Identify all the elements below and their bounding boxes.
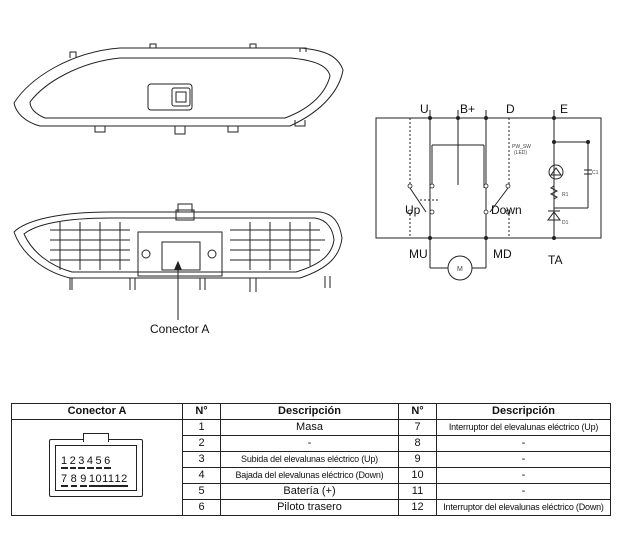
diagram-area: Conector A bbox=[13, 43, 602, 336]
connector-pin: 10 bbox=[88, 472, 103, 487]
switch-top-view-illustration bbox=[13, 43, 344, 320]
pin-description: Batería (+) bbox=[220, 483, 399, 500]
pin-description: Subida del elevalunas eléctrico (Up) bbox=[220, 451, 399, 468]
motor-symbol bbox=[447, 255, 473, 281]
led-label-pwsw: PW_SW bbox=[512, 144, 531, 150]
terminal-label-e: E bbox=[560, 102, 569, 116]
motor-label: M bbox=[457, 266, 463, 273]
header-connector: Conector A bbox=[11, 403, 183, 420]
connector-pin: 2 bbox=[69, 454, 77, 469]
connector-pin: 8 bbox=[70, 472, 78, 487]
terminal-label-ta: TA bbox=[548, 253, 563, 267]
led-label-led: (LED) bbox=[514, 150, 528, 156]
table-row: 6 Piloto trasero 12 Interruptor del elev… bbox=[12, 499, 611, 516]
table-row: 4 Bajada del elevalunas eléctrico (Down)… bbox=[12, 467, 611, 484]
switch-label-up: Up bbox=[405, 203, 421, 217]
pin-number: 5 bbox=[182, 483, 221, 500]
circuit-frame bbox=[375, 117, 602, 239]
pin-number: 12 bbox=[398, 499, 437, 516]
pinout-table: Conector A N° Descripción N° Descripción… bbox=[11, 403, 611, 516]
circuit-schematic bbox=[375, 110, 602, 281]
pin-description: - bbox=[220, 435, 399, 452]
terminal-label-mu: MU bbox=[409, 247, 428, 261]
pin-description: - bbox=[436, 467, 611, 484]
connector-pin: 12 bbox=[114, 472, 128, 487]
pin-description: - bbox=[436, 451, 611, 468]
pin-number: 4 bbox=[182, 467, 221, 484]
table-header-row: Conector A N° Descripción N° Descripción bbox=[11, 403, 611, 420]
pin-number: 3 bbox=[182, 451, 221, 468]
connector-pin: 1 bbox=[61, 454, 68, 469]
pin-description: Interruptor del elevalunas eléctrico (Up… bbox=[436, 419, 611, 436]
pin-number: 10 bbox=[398, 467, 437, 484]
connector-callout-label: Conector A bbox=[150, 322, 210, 336]
table-row: 2 - 8 - bbox=[12, 435, 611, 452]
pin-number: 6 bbox=[182, 499, 221, 516]
pin-number: 2 bbox=[182, 435, 221, 452]
pin-description: - bbox=[436, 435, 611, 452]
terminal-label-bplus: B+ bbox=[460, 102, 476, 116]
connector-pin: 11 bbox=[102, 472, 115, 487]
connector-pin: 9 bbox=[80, 472, 87, 487]
table-row: 3 Subida del elevalunas eléctrico (Up) 9… bbox=[12, 451, 611, 468]
resistor-label: R1 bbox=[562, 192, 569, 198]
switch-label-down: Down bbox=[491, 203, 522, 217]
pin-description: Masa bbox=[220, 419, 399, 436]
pin-description: Interruptor del elevalunas eléctrico (Do… bbox=[436, 499, 611, 516]
header-pin-number-1: N° bbox=[182, 403, 221, 420]
pin-description: Piloto trasero bbox=[220, 499, 399, 516]
terminal-label-d: D bbox=[506, 102, 515, 116]
pin-number: 11 bbox=[398, 483, 437, 500]
pin-number: 9 bbox=[398, 451, 437, 468]
diode-label: D1 bbox=[562, 220, 569, 226]
connector-pin: 7 bbox=[61, 472, 68, 487]
connector-pin: 6 bbox=[104, 454, 111, 469]
terminal-label-md: MD bbox=[493, 247, 512, 261]
capacitor-label: C1 bbox=[592, 170, 599, 176]
header-description-1: Descripción bbox=[220, 403, 399, 420]
connector-pin: 4 bbox=[86, 454, 94, 469]
header-description-2: Descripción bbox=[436, 403, 611, 420]
pin-description: Bajada del elevalunas eléctrico (Down) bbox=[220, 467, 399, 484]
pin-number: 7 bbox=[398, 419, 437, 436]
terminal-label-u: U bbox=[420, 102, 429, 116]
pin-number: 1 bbox=[182, 419, 221, 436]
pin-description: - bbox=[436, 483, 611, 500]
header-pin-number-2: N° bbox=[398, 403, 437, 420]
connector-pin: 5 bbox=[95, 454, 103, 469]
pin-number: 8 bbox=[398, 435, 437, 452]
connector-pin: 3 bbox=[78, 454, 85, 469]
